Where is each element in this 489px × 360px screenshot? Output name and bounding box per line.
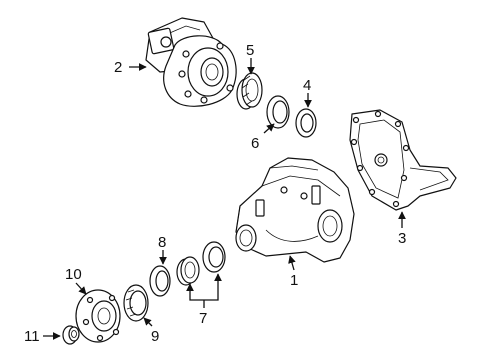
axle-seal (295, 108, 317, 138)
leader-lines (43, 58, 406, 340)
companion-flange (75, 289, 121, 343)
pinion-seal (123, 284, 149, 322)
callout-2: 2 (114, 59, 122, 76)
callout-9: 9 (151, 328, 159, 345)
callout-10: 10 (65, 266, 82, 283)
callout-4: 4 (303, 77, 311, 94)
pinion-nut (62, 325, 80, 345)
bearing-race (266, 95, 290, 129)
differential-case (145, 17, 237, 107)
rear-cover (349, 109, 457, 211)
carrier-housing (235, 157, 355, 263)
callout-11: 11 (24, 328, 40, 345)
callout-6: 6 (251, 135, 259, 152)
tapered-roller-bearing (236, 72, 263, 110)
callout-7: 7 (199, 310, 207, 327)
callout-5: 5 (246, 42, 254, 59)
callout-3: 3 (398, 230, 406, 247)
callout-1: 1 (290, 272, 298, 289)
callout-8: 8 (158, 234, 166, 251)
pinion-bearing-race (149, 265, 171, 297)
